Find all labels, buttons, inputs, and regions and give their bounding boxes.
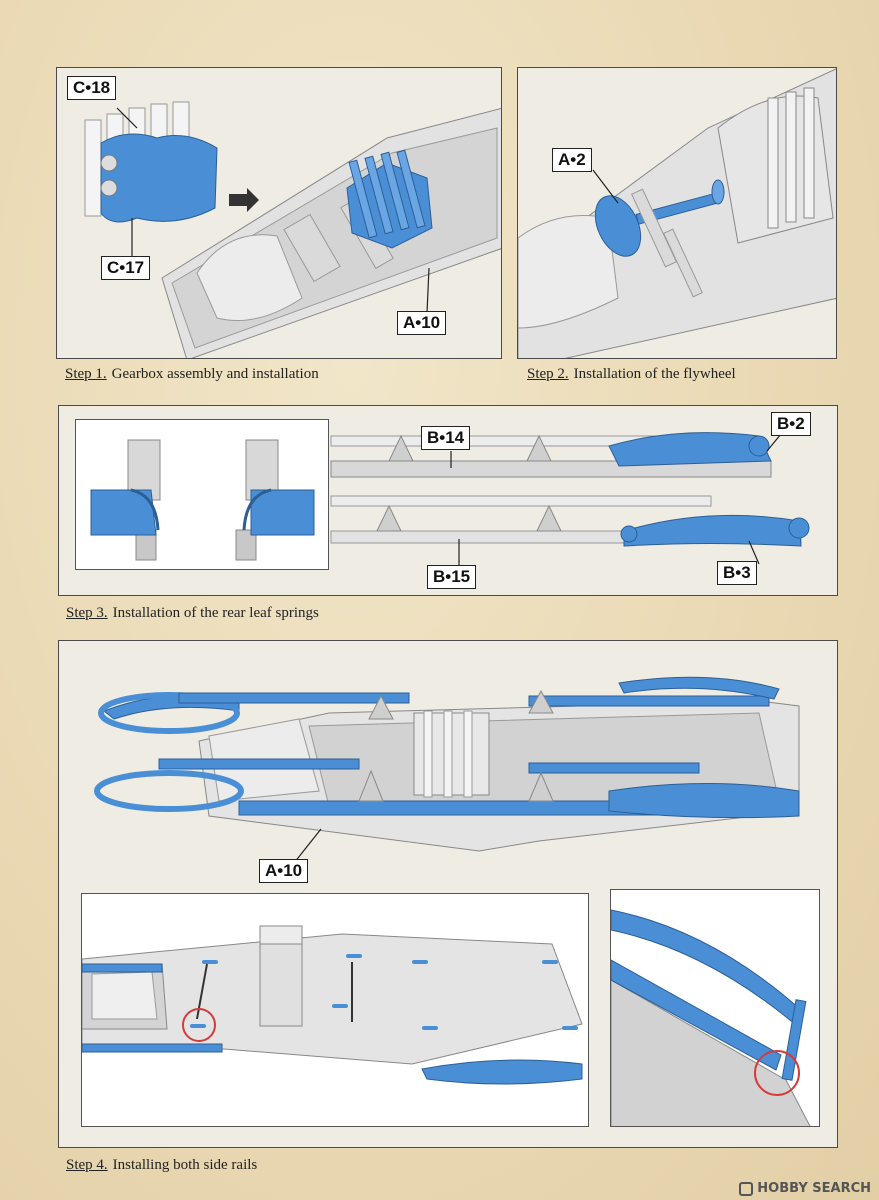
step4-number: Step 4.	[66, 1157, 108, 1173]
step4-inset-detail-illustration	[611, 909, 811, 1126]
step1-caption: Step 1.Gearbox assembly and installation	[65, 366, 319, 383]
step3-inset-illustration	[90, 439, 315, 561]
step4-inset-detail	[610, 889, 820, 1127]
label-b14: B•14	[421, 426, 471, 450]
step4-text: Installing both side rails	[112, 1157, 258, 1173]
step1-number: Step 1.	[65, 366, 107, 382]
step3-panel: B•14 B•2 B•15 B•3	[58, 405, 838, 596]
step2-number: Step 2.	[527, 366, 569, 382]
step3-text: Installation of the rear leaf springs	[112, 605, 319, 621]
step2-illustration	[518, 68, 836, 358]
step4-panel: A•10	[58, 640, 838, 1148]
step4-inset-underside-illustration	[82, 925, 583, 1085]
step1-text: Gearbox assembly and installation	[111, 366, 319, 382]
step4-main-illustration	[94, 676, 800, 864]
step2-caption: Step 2.Installation of the flywheel	[527, 366, 736, 383]
hobby-search-logo-icon	[739, 1181, 754, 1196]
label-a10-step4: A•10	[259, 859, 309, 883]
step3-inset	[75, 419, 329, 570]
step3-illustration	[330, 432, 810, 566]
step2-text: Installation of the flywheel	[573, 366, 736, 382]
step4-caption: Step 4.Installing both side rails	[66, 1157, 257, 1174]
step1-panel: C•18 C•17 A•10	[56, 67, 502, 359]
label-a2: A•2	[552, 148, 592, 172]
label-b15: B•15	[427, 565, 477, 589]
step3-caption: Step 3.Installation of the rear leaf spr…	[66, 605, 319, 622]
label-c17: C•17	[101, 256, 151, 280]
step4-inset-underside	[81, 893, 589, 1127]
label-a10-step1: A•10	[397, 311, 447, 335]
label-b3: B•3	[717, 561, 757, 585]
step2-panel: A•2	[517, 67, 837, 359]
label-b2: B•2	[771, 412, 811, 436]
step1-illustration	[84, 101, 501, 358]
step3-number: Step 3.	[66, 605, 108, 621]
watermark: HOBBY SEARCH	[739, 1181, 871, 1196]
watermark-text: HOBBY SEARCH	[757, 1181, 871, 1196]
label-c18: C•18	[67, 76, 117, 100]
